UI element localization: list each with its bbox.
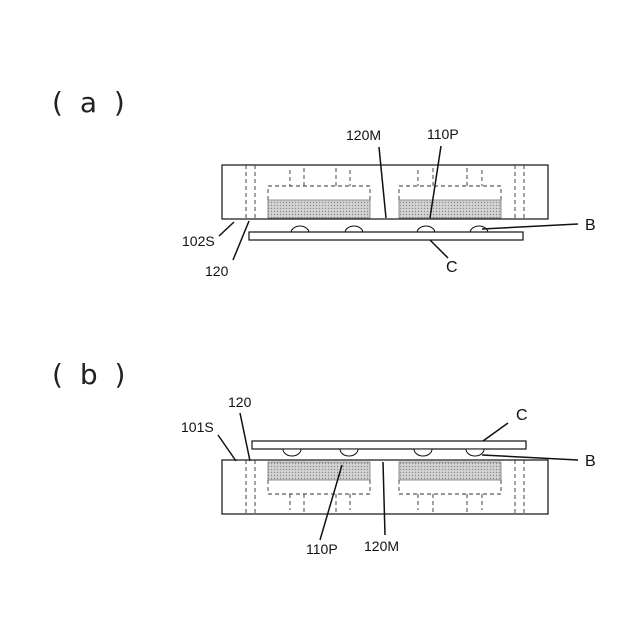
panel-a-label-120: 120 xyxy=(205,263,229,279)
panel-b-pad-right xyxy=(399,462,501,480)
panel-b-bumps xyxy=(283,449,484,456)
panel-b: ( b ) xyxy=(52,358,596,557)
panel-b-label-120: 120 xyxy=(228,394,252,410)
panel-a-label-102S: 102S xyxy=(182,233,215,249)
panel-a-label-110P: 110P xyxy=(427,126,459,142)
panel-b-label-C: C xyxy=(516,407,528,424)
panel-b-label: ( b ) xyxy=(52,358,129,391)
panel-b-label-B: B xyxy=(585,453,596,470)
panel-a-label: ( a ) xyxy=(52,86,129,119)
panel-b-label-110P: 110P xyxy=(306,541,338,557)
panel-a-label-C: C xyxy=(446,259,458,276)
panel-b-label-120M: 120M xyxy=(364,538,399,554)
panel-a: ( a ) xyxy=(52,86,596,279)
panel-a-substrate xyxy=(249,232,523,240)
panel-a-label-B: B xyxy=(585,217,596,234)
panel-b-substrate xyxy=(252,441,526,449)
panel-b-label-101S: 101S xyxy=(181,419,214,435)
panel-a-label-120M: 120M xyxy=(346,127,381,143)
panel-b-pad-left xyxy=(268,462,370,480)
panel-a-pad-right xyxy=(399,200,501,218)
panel-a-pad-left xyxy=(268,200,370,218)
